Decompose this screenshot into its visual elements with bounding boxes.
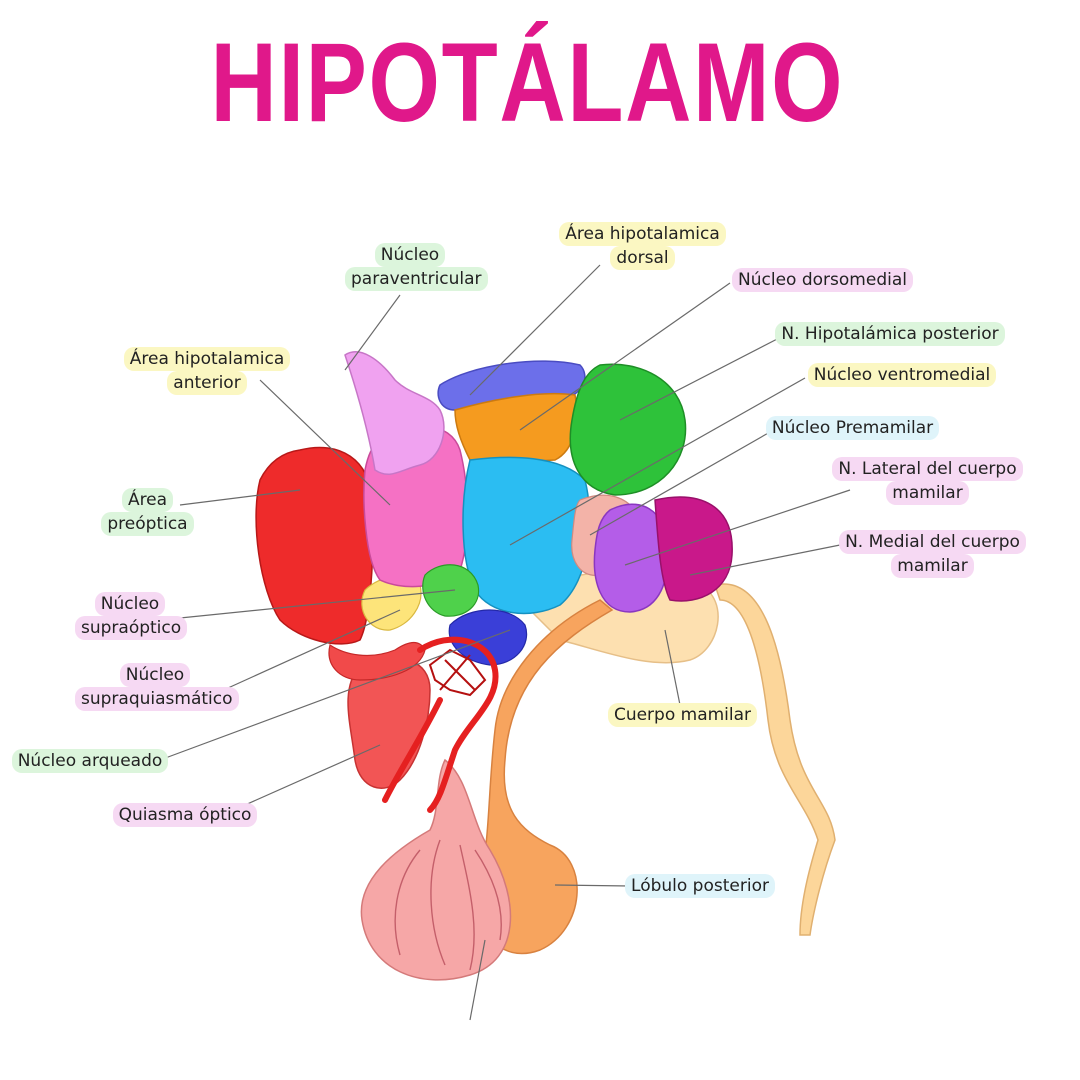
posterior-hypothalamic-area xyxy=(569,363,687,496)
posterior-lobe xyxy=(477,599,614,955)
label-arcuate: Núcleo arqueado xyxy=(10,749,170,773)
dorsomedial-nucleus xyxy=(454,392,578,463)
leader-anterior-lobe xyxy=(469,939,486,1021)
leader-dorsomedial xyxy=(519,282,731,431)
leader-ventromedial xyxy=(509,377,806,546)
label-mammillary-body: Cuerpo mamilar xyxy=(595,703,770,727)
label-dorsomedial: Núcleo dorsomedial xyxy=(725,268,920,292)
leader-paraventricular xyxy=(344,294,401,371)
label-optic-chiasm: Quiasma óptico xyxy=(105,803,265,827)
leader-medial-mammillary xyxy=(689,544,841,576)
medial-mammillary-nucleus xyxy=(654,496,733,602)
anterior-lobe xyxy=(360,758,512,981)
leader-suprachiasmatic xyxy=(227,609,401,689)
label-premammillary: Núcleo Premamilar xyxy=(765,416,940,440)
paraventricular-nucleus xyxy=(344,351,445,475)
leader-arcuate xyxy=(159,629,511,761)
leader-posterior-area xyxy=(619,334,786,421)
leader-dorsal-area xyxy=(469,264,601,396)
leader-lateral-mammillary xyxy=(624,489,851,566)
portal-vessels xyxy=(382,636,499,813)
leader-posterior-lobe xyxy=(554,884,631,887)
page-title: HIPOTÁLAMO xyxy=(210,20,845,145)
leader-anterior-area xyxy=(259,379,391,506)
label-posterior-lobe: Lóbulo posterior xyxy=(625,874,775,898)
leader-preoptic xyxy=(179,489,301,506)
label-ventromedial: Núcleo ventromedial xyxy=(802,363,1002,387)
leader-premammillary xyxy=(589,431,771,536)
preoptic-area xyxy=(255,446,374,645)
leader-mammillary-body xyxy=(664,629,681,706)
leader-supraoptic xyxy=(179,589,456,619)
leader-optic-chiasm xyxy=(244,744,381,806)
nerve-tail xyxy=(714,583,836,936)
label-posterior-area: N. Hipotalámica posterior xyxy=(770,322,1010,346)
